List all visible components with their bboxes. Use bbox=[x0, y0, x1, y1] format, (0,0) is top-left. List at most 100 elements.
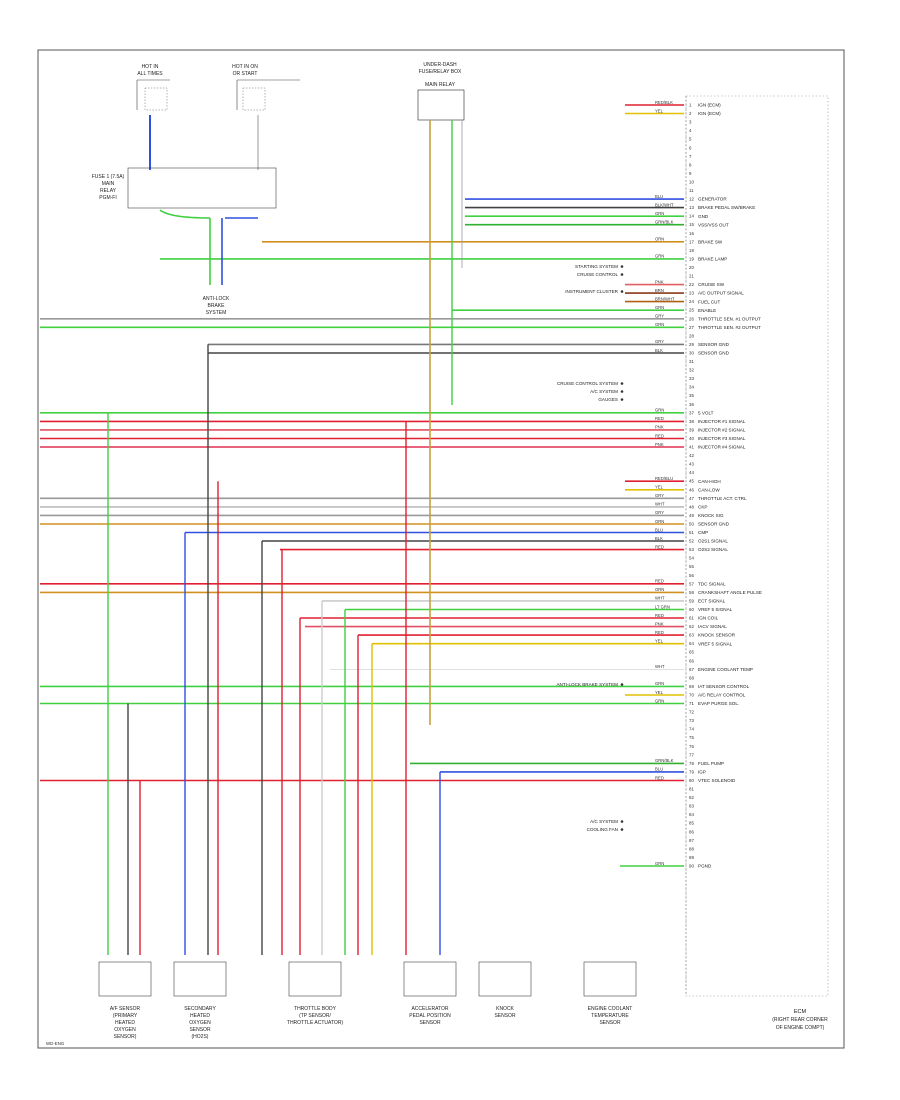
wire-color-code: ORN bbox=[655, 237, 664, 242]
signal-label: EVAP PURGE SOL. bbox=[698, 701, 739, 706]
wire-color-code: RED bbox=[655, 775, 664, 780]
signal-label: VREF 5 SIGNAL bbox=[698, 607, 733, 612]
bottom-component-label: THROTTLE BODY bbox=[294, 1006, 337, 1012]
bottom-component-label: OXYGEN bbox=[189, 1020, 211, 1026]
ecm-pin-number: 58 bbox=[689, 590, 694, 595]
wire-color-code: BLU bbox=[655, 194, 663, 199]
ecm-pin-number: 7 bbox=[689, 154, 692, 159]
wire-color-code: WHT bbox=[655, 596, 665, 601]
wire-color-code: YEL bbox=[655, 690, 664, 695]
signal-label: CKP bbox=[698, 505, 707, 510]
ecm-pin-number: 74 bbox=[689, 727, 694, 732]
bottom-component-label: SECONDARY bbox=[184, 1006, 216, 1012]
wire-color-code: RED bbox=[655, 544, 664, 549]
signal-label: IGN (ECM) bbox=[698, 103, 721, 108]
note-dot bbox=[620, 820, 624, 823]
ecm-pin-number: 16 bbox=[689, 231, 694, 236]
ecm-pin-number: 14 bbox=[689, 214, 694, 219]
hot-label-2a: HOT IN ON bbox=[232, 64, 258, 70]
ecm-pin-number: 62 bbox=[689, 624, 694, 629]
signal-label: IGN COIL bbox=[698, 616, 719, 621]
ecm-pin-number: 75 bbox=[689, 735, 694, 740]
bottom-component-label: (HO2S) bbox=[192, 1034, 209, 1040]
ecm-pin-number: 36 bbox=[689, 402, 694, 407]
wire-color-code: ORN bbox=[655, 587, 664, 592]
ecm-pin-number: 72 bbox=[689, 710, 694, 715]
ecm-pin-number: 51 bbox=[689, 530, 694, 535]
wire-color-code: PNK bbox=[655, 442, 664, 447]
signal-label: THROTTLE SEN. #2 OUTPUT bbox=[698, 325, 761, 330]
side-note: GAUGES bbox=[598, 397, 618, 402]
ecm-connector: 1234567891011121314151617181920212223242… bbox=[685, 95, 829, 1031]
ecm-pin-number: 61 bbox=[689, 616, 694, 621]
ecm-pin-number: 50 bbox=[689, 522, 694, 527]
bottom-component-label: HEATED bbox=[190, 1013, 210, 1019]
note-dot bbox=[620, 398, 624, 401]
wire-color-code: BLU bbox=[655, 767, 663, 772]
signal-label: ECT SIGNAL bbox=[698, 599, 726, 604]
ecm-pin-number: 59 bbox=[689, 598, 694, 603]
ecm-pin-number: 49 bbox=[689, 513, 694, 518]
ecm-pin-number: 39 bbox=[689, 427, 694, 432]
signal-label: THROTTLE ACT. CTRL bbox=[698, 496, 747, 501]
ecm-pin-number: 46 bbox=[689, 487, 694, 492]
ecm-pin-number: 64 bbox=[689, 641, 694, 646]
ecm-pin-number: 47 bbox=[689, 496, 694, 501]
signal-label: O2S2 SIGNAL bbox=[698, 547, 728, 552]
wire-color-code: BRN/WHT bbox=[655, 296, 675, 301]
bottom-component-label: ACCELERATOR bbox=[411, 1006, 448, 1012]
wire-color-code: WHT bbox=[655, 502, 665, 507]
ecm-pin-number: 4 bbox=[689, 128, 692, 133]
side-note: COOLING FAN bbox=[587, 827, 618, 832]
bottom-component-label: TEMPERATURE bbox=[591, 1013, 629, 1019]
bottom-components: A/F SENSOR(PRIMARYHEATEDOXYGENSENSOR)SEC… bbox=[98, 961, 637, 1040]
ecm-pin-number: 26 bbox=[689, 316, 694, 321]
ecm-pin-number: 90 bbox=[689, 864, 694, 869]
bottom-component-label: THROTTLE ACTUATOR) bbox=[287, 1020, 344, 1026]
ecm-pin-number: 79 bbox=[689, 769, 694, 774]
ecm-pin-number: 29 bbox=[689, 342, 694, 347]
signal-label: IGP bbox=[698, 770, 706, 775]
ecm-pin-number: 37 bbox=[689, 410, 694, 415]
signal-label: ENABLE bbox=[698, 308, 716, 313]
signal-label: CRANKSHAFT ANGLE PULSE bbox=[698, 590, 762, 595]
wire-color-code: GRN bbox=[655, 305, 664, 310]
diagram-frame bbox=[37, 49, 845, 1049]
signal-label: PGND bbox=[698, 864, 712, 869]
wire-color-code: GRN bbox=[655, 681, 664, 686]
ecm-pin-number: 21 bbox=[689, 274, 694, 279]
starter-1: ANTI-LOCK bbox=[203, 296, 230, 302]
wire-color-code: LT GRN bbox=[655, 604, 670, 609]
signal-label: VTEC SOLENOID bbox=[698, 778, 736, 783]
ecm-pin-number: 12 bbox=[689, 197, 694, 202]
ecm-pin-number: 19 bbox=[689, 256, 694, 261]
ecm-pin-number: 3 bbox=[689, 120, 692, 125]
signal-label: CAN-HIGH bbox=[698, 479, 721, 484]
ecm-pin-number: 63 bbox=[689, 633, 694, 638]
ecm-pin-number: 45 bbox=[689, 479, 694, 484]
ecm-pin-number: 65 bbox=[689, 650, 694, 655]
ecm-pin-number: 20 bbox=[689, 265, 694, 270]
wire-color-code: YEL bbox=[655, 108, 664, 113]
ecm-pin-number: 71 bbox=[689, 701, 694, 706]
wire-color-code: GRN/BLK bbox=[655, 220, 674, 225]
note-dot bbox=[620, 382, 624, 385]
ecm-pin-number: 84 bbox=[689, 812, 694, 817]
ecm-pin-number: 25 bbox=[689, 308, 694, 313]
ecm-pin-number: 41 bbox=[689, 445, 694, 450]
ecm-pin-number: 42 bbox=[689, 453, 694, 458]
ecm-pin-number: 82 bbox=[689, 795, 694, 800]
wire-color-code: RED/BLK bbox=[655, 100, 673, 105]
signal-label: 5 VOLT bbox=[698, 410, 714, 415]
signal-label: VREF 5 SIGNAL bbox=[698, 641, 733, 646]
wire-color-code: BLK/WHT bbox=[655, 202, 674, 207]
note-dot bbox=[620, 828, 624, 831]
ecm-pin-number: 33 bbox=[689, 376, 694, 381]
wire-color-code: BLU bbox=[655, 527, 663, 532]
signal-label: GENERATOR bbox=[698, 197, 727, 202]
ecm-pin-number: 77 bbox=[689, 752, 694, 757]
